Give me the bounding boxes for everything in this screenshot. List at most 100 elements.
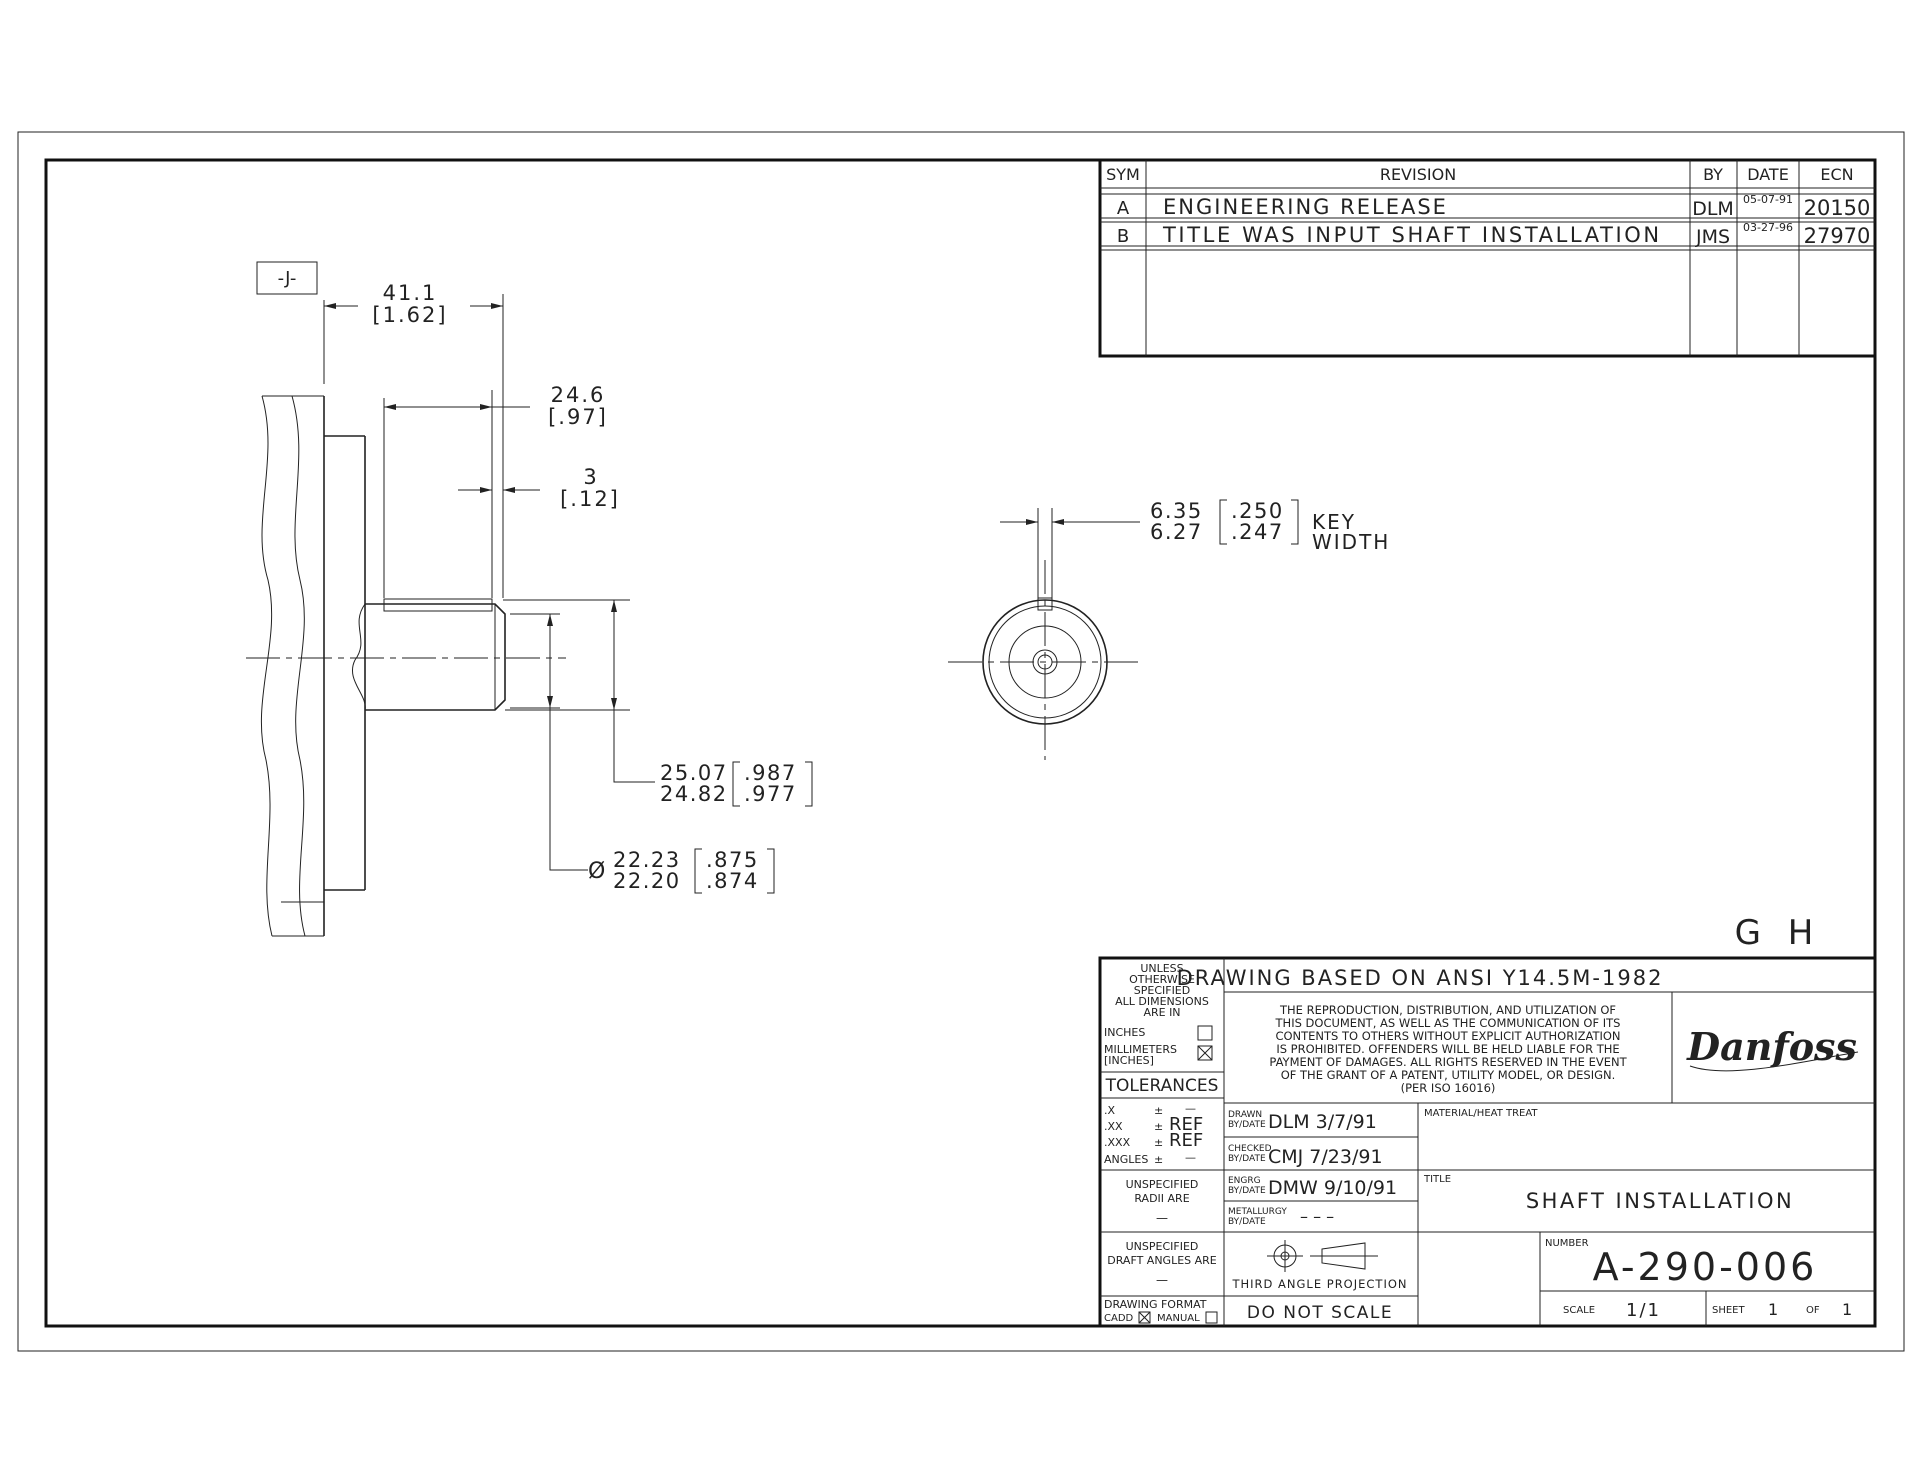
shaft-end-view: 6.35 6.27 .250 .247 KEY WIDTH (948, 499, 1390, 760)
key-label-1: KEY (1312, 510, 1356, 534)
legal-line-2: THIS DOCUMENT, AS WELL AS THE COMMUNICAT… (1275, 1016, 1621, 1030)
inches-checkbox (1197, 1025, 1213, 1041)
title-label: TITLE (1423, 1174, 1451, 1185)
housing-break-line-right (291, 395, 306, 937)
zone-letters: G H (1735, 913, 1822, 953)
inches-label: INCHES (1104, 1026, 1145, 1039)
engrg-label-1: ENGRG (1228, 1176, 1261, 1186)
draft-label-1: UNSPECIFIED (1126, 1240, 1199, 1253)
danfoss-logo: Danfoss (1686, 1024, 1859, 1072)
radii-label-1: UNSPECIFIED (1126, 1178, 1199, 1191)
sheet-label: SHEET (1712, 1305, 1746, 1316)
legal-line-5: PAYMENT OF DAMAGES. ALL RIGHTS RESERVED … (1269, 1055, 1627, 1069)
third-angle-projection-symbol (1267, 1240, 1378, 1272)
checked-label-1: CHECKED (1228, 1144, 1272, 1154)
datum-frame (256, 261, 318, 295)
units-note-4: ALL DIMENSIONS (1115, 995, 1209, 1008)
tol-key-2: .XX (1104, 1120, 1123, 1133)
tol-sign-1: ± (1154, 1104, 1163, 1117)
tol-sign-4: ± (1154, 1153, 1163, 1166)
checked-value: CMJ 7/23/91 (1268, 1146, 1383, 1168)
dim-len-mm-max: 25.07 (660, 761, 728, 785)
engrg-label-2: BY/DATE (1228, 1186, 1266, 1196)
drawing-standard: DRAWING BASED ON ANSI Y14.5M-1982 (1177, 966, 1664, 990)
rev-a-by: DLM (1692, 198, 1734, 220)
tol-value-1: — (1185, 1102, 1196, 1115)
checked-label-2: BY/DATE (1228, 1154, 1266, 1164)
rev-b-ecn: 27970 (1804, 224, 1871, 248)
number-label: NUMBER (1545, 1238, 1589, 1249)
units-note-5: ARE IN (1143, 1006, 1180, 1019)
dim-dia-mm-min: 22.20 (613, 869, 681, 893)
drawing-number: A-290-006 (1593, 1245, 1818, 1289)
draft-value: — (1156, 1273, 1168, 1287)
dim-41-mm: 41.1 (383, 281, 438, 305)
key-label-2: WIDTH (1312, 530, 1390, 554)
dim-3-in: [.12] (560, 487, 620, 511)
rev-header-ecn: ECN (1820, 165, 1853, 184)
rev-a-sym: A (1117, 198, 1130, 219)
rev-b-sym: B (1117, 226, 1129, 247)
sheet-value: 1 (1768, 1300, 1778, 1319)
revision-block: SYM REVISION BY DATE ECN A ENGINEERING R… (1098, 160, 1875, 358)
rev-b-by: JMS (1695, 226, 1730, 248)
legal-line-1: THE REPRODUCTION, DISTRIBUTION, AND UTIL… (1279, 1003, 1616, 1017)
key-in-min: .247 (1231, 520, 1284, 544)
revision-row-b: B TITLE WAS INPUT SHAFT INSTALLATION JMS… (1117, 221, 1871, 248)
drawn-label-2: BY/DATE (1228, 1120, 1266, 1130)
key-mm-min: 6.27 (1150, 520, 1203, 544)
material-label: MATERIAL/HEAT TREAT (1424, 1108, 1538, 1119)
draft-label-2: DRAFT ANGLES ARE (1107, 1254, 1217, 1267)
tol-key-1: .X (1104, 1104, 1115, 1117)
shaft-side-view: -J- 41.1 [1.62] 24.6 [.97] 3 [.12] 25.07… (246, 261, 813, 937)
tol-value-3: REF (1169, 1130, 1203, 1151)
shaft-outline (365, 603, 506, 711)
of-value: 1 (1842, 1300, 1852, 1319)
dim-len-mm-min: 24.82 (660, 782, 728, 806)
dim-24-mm: 24.6 (551, 383, 606, 407)
dim-dia-mm-max: 22.23 (613, 848, 681, 872)
manual-checkbox (1205, 1311, 1218, 1324)
metallurgy-label-1: METALLURGY (1228, 1207, 1287, 1217)
title-block: UNLESS OTHERWISE SPECIFIED ALL DIMENSION… (1098, 956, 1877, 1328)
scale-label: SCALE (1563, 1305, 1595, 1316)
rev-header-date: DATE (1747, 165, 1789, 184)
drawing-title: SHAFT INSTALLATION (1526, 1189, 1794, 1213)
outer-frame (17, 131, 1905, 1352)
metallurgy-label-2: BY/DATE (1228, 1217, 1266, 1227)
drawn-value: DLM 3/7/91 (1268, 1111, 1377, 1133)
do-not-scale: DO NOT SCALE (1247, 1303, 1393, 1323)
tolerances-title: TOLERANCES (1105, 1076, 1219, 1096)
drawn-label-1: DRAWN (1228, 1110, 1262, 1120)
housing-break-line-left (260, 395, 273, 937)
dim-3-mm: 3 (583, 465, 596, 489)
keyway (383, 598, 493, 612)
rev-header-by: BY (1703, 165, 1723, 184)
of-label: OF (1806, 1305, 1820, 1316)
datum-label: -J- (278, 268, 297, 289)
rev-a-date: 05-07-91 (1743, 193, 1793, 206)
rev-header-sym: SYM (1106, 165, 1140, 184)
dim-dia-in-max: .875 (706, 848, 759, 872)
dim-24-in: [.97] (548, 405, 608, 429)
format-label: DRAWING FORMAT (1104, 1298, 1207, 1311)
metallurgy-value: – – – (1300, 1207, 1334, 1226)
dim-len-in-min: .977 (744, 782, 797, 806)
units-note-2: OTHERWISE (1129, 973, 1195, 986)
tol-key-4: ANGLES (1104, 1153, 1148, 1166)
tol-value-2: REF (1169, 1114, 1203, 1135)
cadd-label: CADD (1104, 1313, 1134, 1324)
cadd-checkbox-checked (1138, 1311, 1151, 1324)
legal-line-6: OF THE GRANT OF A PATENT, UTILITY MODEL,… (1281, 1068, 1616, 1082)
rev-header-revision: REVISION (1380, 165, 1456, 184)
mm-label-1: MILLIMETERS (1104, 1043, 1177, 1056)
drawing-border (44, 158, 1877, 1328)
dim-dia-in-min: .874 (706, 869, 759, 893)
radii-label-2: RADII ARE (1134, 1192, 1189, 1205)
engrg-value: DMW 9/10/91 (1268, 1177, 1397, 1199)
tol-sign-2: ± (1154, 1120, 1163, 1133)
manual-label: MANUAL (1157, 1313, 1200, 1324)
projection-label: THIRD ANGLE PROJECTION (1231, 1277, 1407, 1291)
dim-len-in-max: .987 (744, 761, 797, 785)
